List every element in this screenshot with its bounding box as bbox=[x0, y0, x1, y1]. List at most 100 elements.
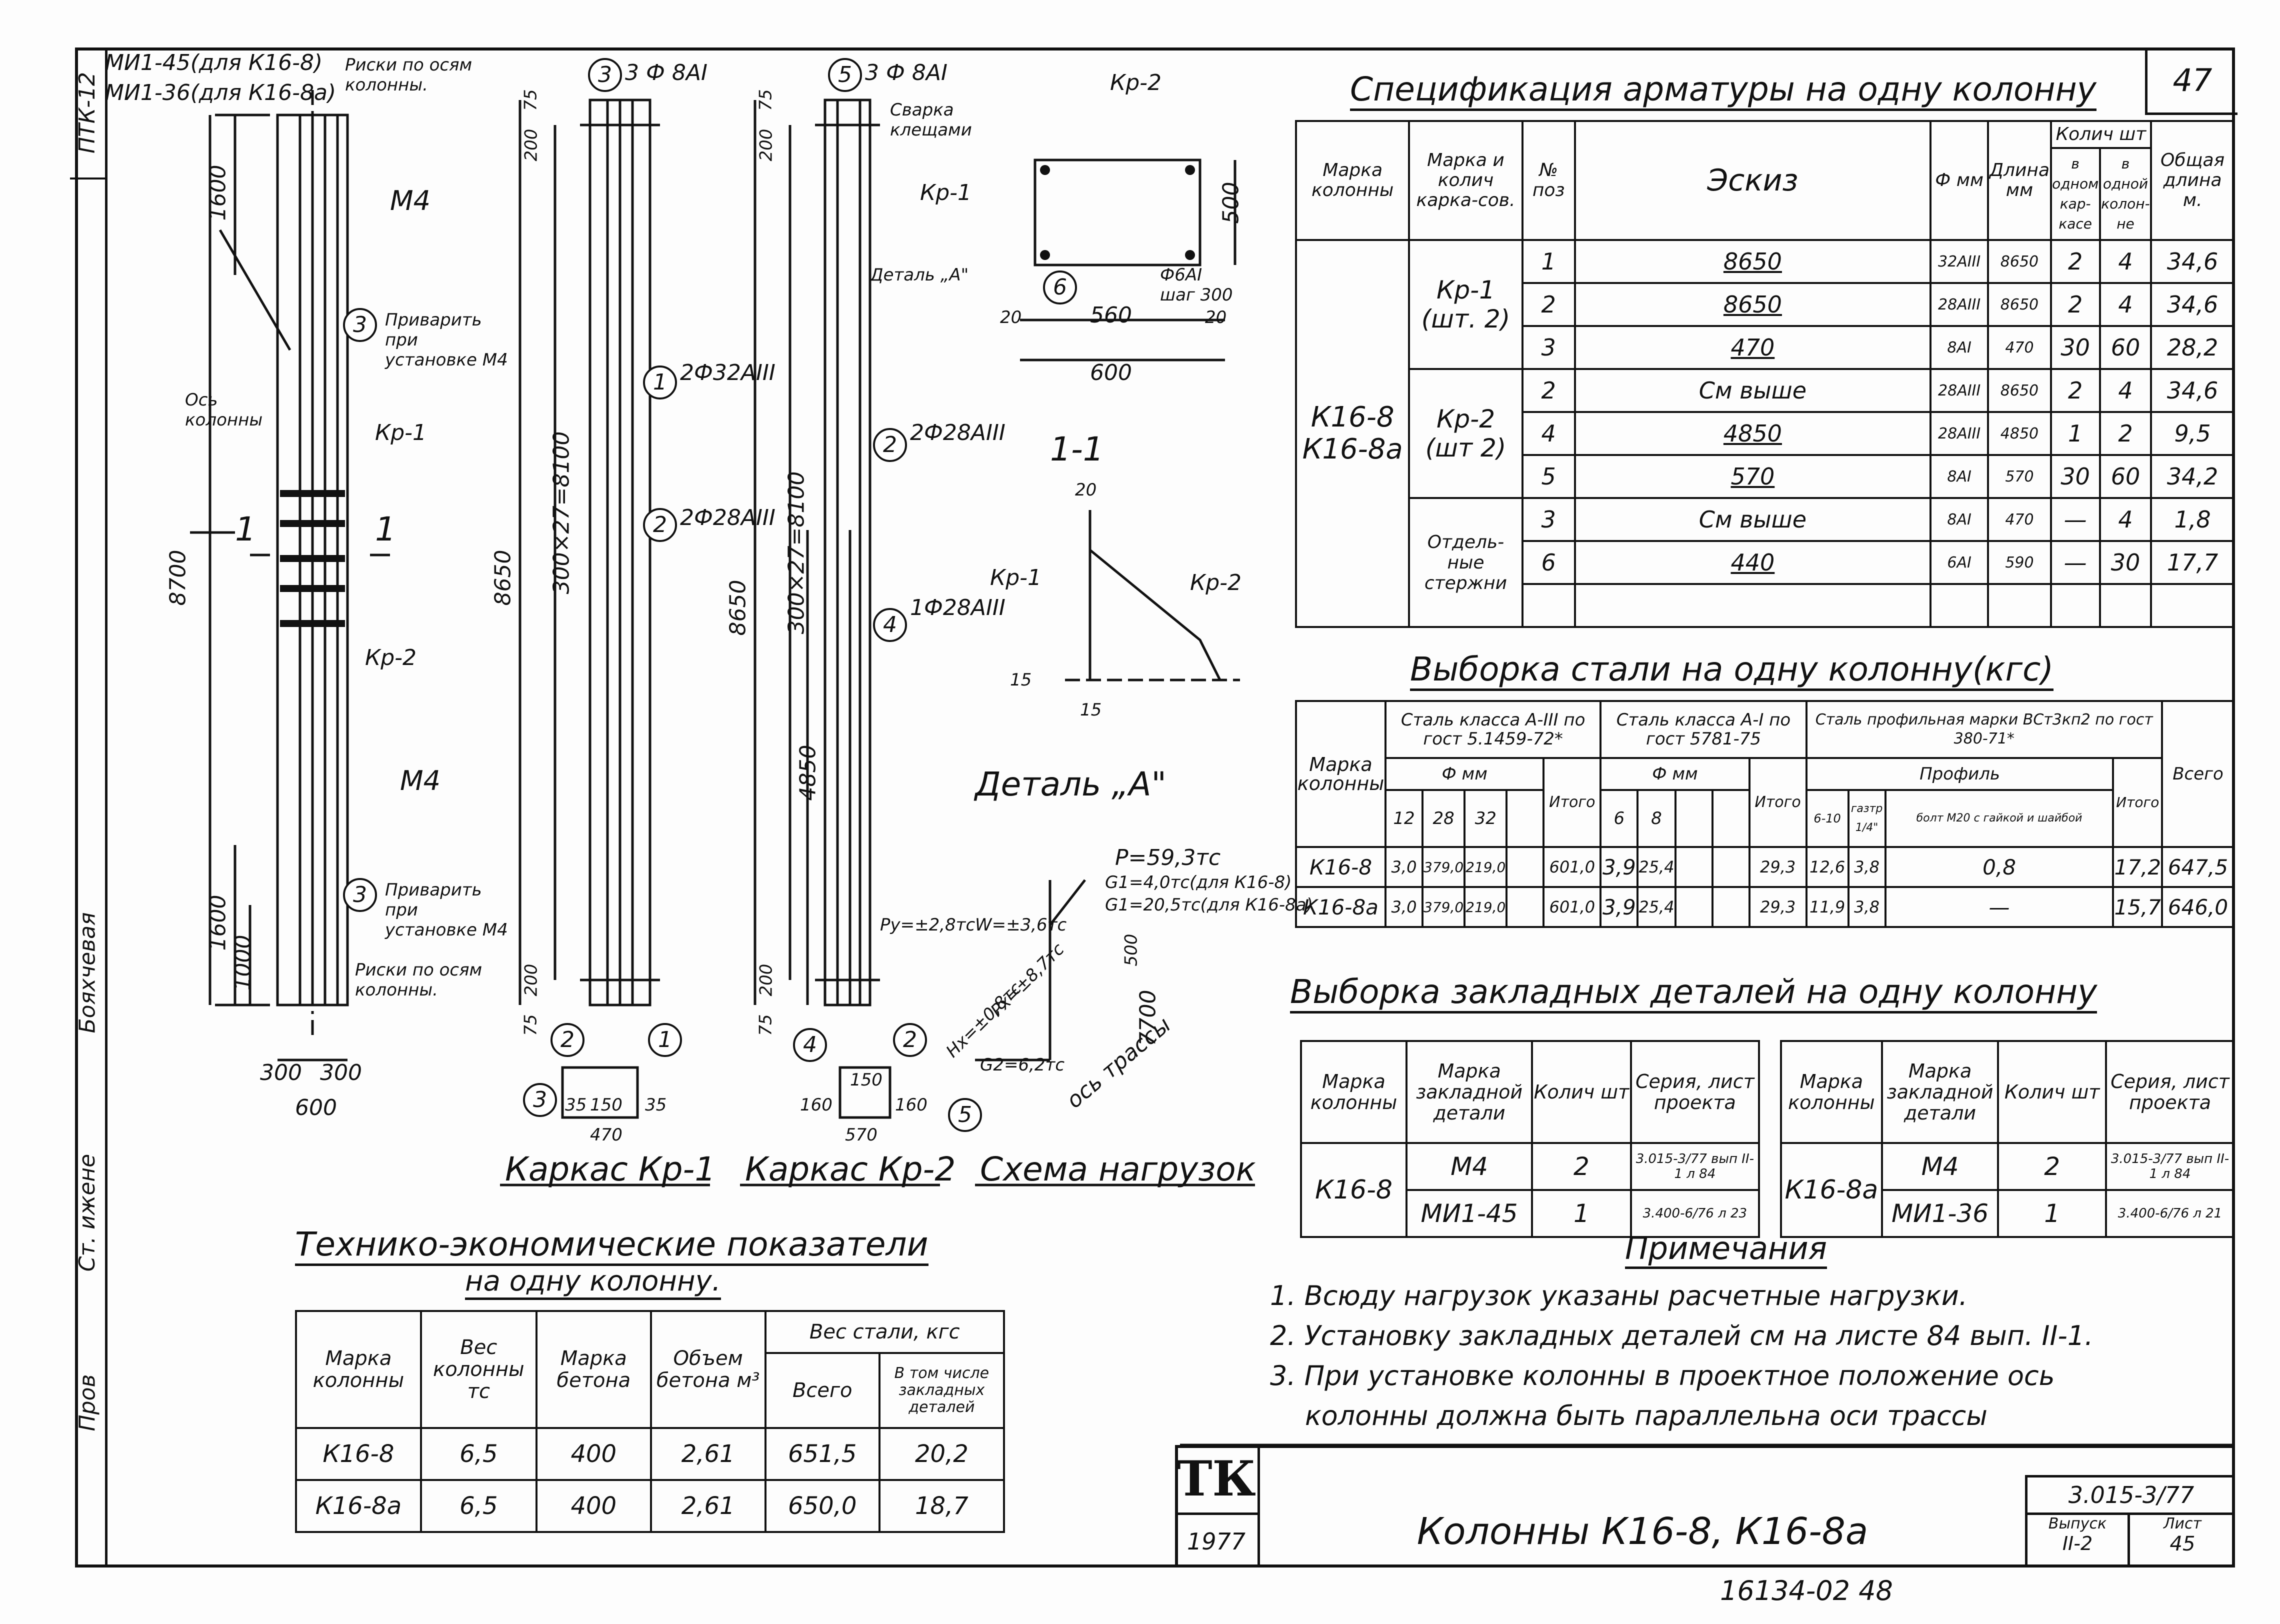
label-kr2: Кр-2 bbox=[365, 645, 417, 670]
left-top-label-1: МИ1-45(для К16-8) bbox=[105, 50, 323, 76]
cage1-circle-3b: 3 bbox=[533, 1087, 547, 1112]
steel-h-mark: Марка колонны bbox=[1295, 700, 1386, 848]
steel-h-a1: Сталь класса А-I по гост 5781-75 bbox=[1600, 700, 1808, 759]
spec-h-len: Длина мм bbox=[1987, 120, 2052, 241]
detail-a-outline bbox=[1088, 510, 1222, 681]
section-dim-600: 600 bbox=[1090, 360, 1132, 386]
steel-table: Марка колонны Сталь класса А-III по гост… bbox=[1295, 700, 2235, 928]
callout-circle bbox=[343, 308, 377, 342]
cage2-sec-570: 570 bbox=[845, 1125, 878, 1145]
tech-subtitle: на одну колонну. bbox=[465, 1265, 721, 1300]
cage2-dim-4850: 4850 bbox=[795, 744, 821, 801]
steel-h-profile-steel: Сталь профильная марки ВСт3кп2 по гост 3… bbox=[1805, 700, 2164, 759]
notes-title: Примечания bbox=[1625, 1230, 1827, 1269]
cage2-caption: Каркас Кр-2 bbox=[745, 1150, 956, 1188]
cage2-circle-4b: 4 bbox=[803, 1032, 817, 1058]
loads-title: Схема нагрузок bbox=[980, 1150, 1256, 1188]
embedded-part-band bbox=[280, 490, 345, 497]
section-label-kr1: Кр-1 bbox=[920, 180, 972, 206]
note-2: 2. Установку закладных деталей см на лис… bbox=[1270, 1320, 2094, 1352]
table-row: К16-8 3,0 379,0 219,0 601,0 3,9 25,4 29,… bbox=[1295, 846, 2235, 888]
list-cell: Лист 45 bbox=[2163, 1515, 2202, 1556]
dim-300-right: 300 bbox=[320, 1060, 362, 1086]
spec-h-n2: в одной колон-не bbox=[2098, 147, 2152, 241]
cage1-sec-150: 150 bbox=[590, 1095, 622, 1115]
cage2-outline bbox=[824, 98, 872, 1006]
table-row: Отдель-ные стержни 3 См выше 8АI 470 — 4… bbox=[1296, 497, 2235, 628]
side-strip: ПТК-12 Бояхчевая Ст. ижене Пров bbox=[70, 48, 108, 1568]
cage1-sec-470: 470 bbox=[590, 1125, 622, 1145]
cage1-dim-75-bot: 75 bbox=[520, 1014, 541, 1036]
detail-a-title: Деталь „А" bbox=[975, 765, 1166, 804]
steel-title: Выборка стали на одну колонну(кгс) bbox=[1410, 650, 2054, 691]
section-mark-right: 1 bbox=[375, 510, 396, 548]
cage1-circle-1b: 1 bbox=[658, 1027, 672, 1052]
cage2-circle-2b: 2 bbox=[903, 1027, 917, 1052]
label-kr1: Кр-1 bbox=[375, 420, 427, 446]
spec-group-kr1: Кр-1 (шт. 2) bbox=[1408, 239, 1524, 370]
callout-3-bottom: 3 bbox=[353, 882, 367, 908]
note-3: 3. При установке колонны в проектное пол… bbox=[1270, 1360, 2055, 1392]
cage2-sec-160-left: 160 bbox=[800, 1095, 832, 1115]
section-outline bbox=[1034, 158, 1202, 266]
note-1: 1. Всюду нагрузок указаны расчетные нагр… bbox=[1270, 1280, 1968, 1312]
spec-group-separate: Отдель-ные стержни bbox=[1408, 497, 1524, 628]
label-weld-bottom: Приварить при установке М4 bbox=[385, 880, 508, 940]
embedded-table-right: Марка колонны Марка закладной детали Кол… bbox=[1780, 1040, 2235, 1238]
cage1-bar-label-1: 2Ф32АIII bbox=[680, 360, 776, 386]
cage1-dim-8100: 300×27=8100 bbox=[548, 431, 574, 594]
table-row: 3 470 8АI 470 30 60 28,2 bbox=[1296, 325, 2235, 370]
embedded-title: Выборка закладных деталей на одну колонн… bbox=[1290, 972, 2098, 1014]
table-row: МИ1-36 1 3.400-6/76 л 21 bbox=[1781, 1189, 2235, 1238]
table-row: 2 8650 28АIII 8650 2 4 34,6 bbox=[1296, 282, 2235, 327]
steel-h-total: Всего bbox=[2161, 700, 2235, 848]
spec-h-mark: Марка колонны bbox=[1294, 120, 1410, 241]
table-row: 4 4850 28АIII 4850 1 2 9,5 bbox=[1296, 411, 2235, 456]
load-py: Ру=±2,8тс bbox=[880, 915, 976, 935]
load-g1-a: G1=4,0тс(для К16-8) bbox=[1105, 872, 1292, 892]
cage1-circle-1: 1 bbox=[653, 370, 667, 395]
cage1-dim-75-top: 75 bbox=[520, 89, 541, 111]
cage2-top-label: 3 Ф 8АI bbox=[865, 60, 948, 86]
load-dim-500: 500 bbox=[1121, 934, 1142, 966]
spec-h-d: Ф мм bbox=[1930, 120, 1990, 241]
left-top-label-2: МИ1-36(для К16-8а) bbox=[105, 80, 336, 106]
cage1-circle-top: 3 bbox=[598, 62, 612, 88]
detail-dim-15-b: 15 bbox=[1080, 700, 1102, 720]
left-top-label-3: Риски по осям колонны. bbox=[345, 55, 472, 95]
cage2-bar-label-2: 1Ф28АIII bbox=[910, 595, 1006, 620]
cage2-dim-75-top: 75 bbox=[756, 89, 776, 111]
series-code: 3.015-3/77 bbox=[2025, 1475, 2235, 1515]
section-circle-6: 6 bbox=[1053, 274, 1067, 300]
cage1-top-label: 3 Ф 8АI bbox=[625, 60, 708, 86]
spec-h-n1: в одном кар-касе bbox=[2050, 147, 2101, 241]
tech-table: Марка колонны Вес колонны тс Марка бетон… bbox=[295, 1310, 1006, 1533]
section-dim-20-right: 20 bbox=[1205, 308, 1227, 328]
year: 1977 bbox=[1175, 1515, 1260, 1568]
section-dim-560: 560 bbox=[1090, 302, 1132, 328]
dim-8700: 8700 bbox=[165, 550, 191, 606]
section-dim-20-left: 20 bbox=[1000, 308, 1022, 328]
section-label-stirrup: Ф6АI шаг 300 bbox=[1160, 265, 1233, 305]
note-3-cont: колонны должна быть параллельна оси трас… bbox=[1305, 1400, 1988, 1432]
dim-1600-bot: 1600 bbox=[205, 894, 231, 951]
drawing-title: Колонны К16-8, К16-8а bbox=[1416, 1510, 1868, 1553]
section-title: 1-1 bbox=[1050, 430, 1104, 468]
section-label-detail: Деталь „А" bbox=[870, 265, 969, 285]
label-m4-top: М4 bbox=[390, 185, 430, 216]
archive-number: 16134-02 48 bbox=[1720, 1575, 1893, 1606]
dim-300-left: 300 bbox=[260, 1060, 302, 1086]
cage2-dim-8100: 300×27=8100 bbox=[784, 471, 810, 634]
logo-tk: ТК bbox=[1175, 1445, 1260, 1515]
embedded-table-left: Марка колонны Марка закладной детали Кол… bbox=[1300, 1040, 1760, 1238]
spec-table: Марка колонны Марка и колич карка-сов. №… bbox=[1294, 120, 2235, 628]
cage1-dim-200-top: 200 bbox=[521, 128, 542, 162]
cage1-caption: Каркас Кр-1 bbox=[505, 1150, 716, 1188]
cage2-circle-2: 2 bbox=[883, 432, 897, 458]
cage1-bar-label-2: 2Ф28АIII bbox=[680, 505, 776, 530]
table-row: К16-8 М4 2 3.015-3/77 вып II-1 л 84 bbox=[1300, 1142, 1760, 1238]
cage1-circle-2: 2 bbox=[653, 512, 667, 538]
cage1-sec-35-left: 35 bbox=[565, 1095, 587, 1115]
